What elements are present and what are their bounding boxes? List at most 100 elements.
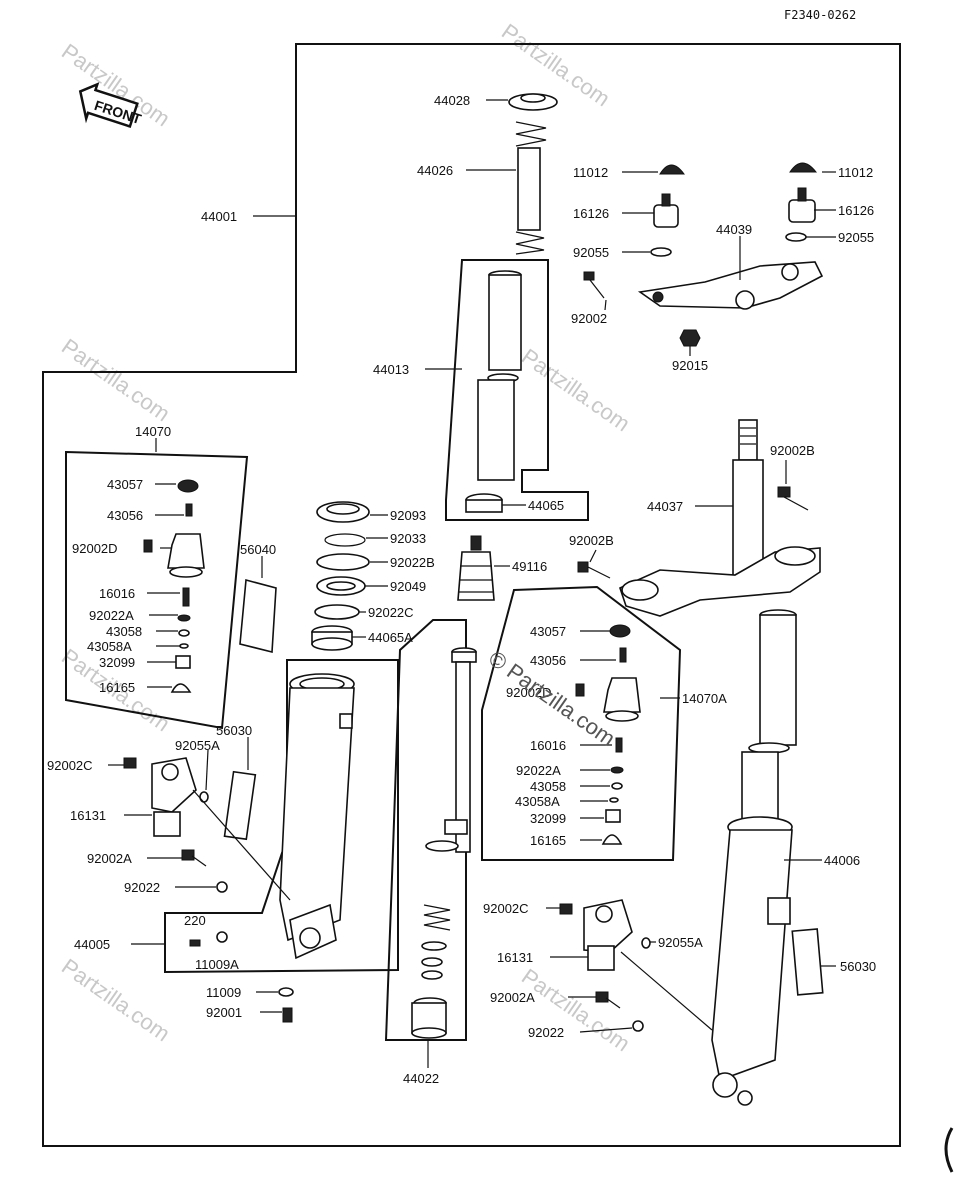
label-49116: 49116 [512, 559, 547, 574]
label-44005: 44005 [74, 937, 110, 952]
label-92002: 92002 [571, 311, 607, 326]
label-92022A: 92022A [89, 608, 134, 623]
seal-92049 [316, 576, 366, 596]
washer-43058-right [611, 782, 623, 790]
label-92049: 92049 [390, 579, 426, 594]
label-44065A: 44065A [368, 630, 413, 645]
label-44006: 44006 [824, 853, 860, 868]
box-14070A [481, 585, 682, 861]
label-11009A: 11009A [195, 957, 239, 972]
box-14070 [65, 450, 249, 730]
label-44013: 44013 [373, 362, 409, 377]
body-14070-left [167, 533, 205, 578]
spring-top [515, 121, 547, 147]
label-16126: 16126 [838, 203, 874, 218]
valve-32099-right [605, 809, 621, 823]
cap-43057-right [609, 624, 631, 638]
cap-16165-left [170, 683, 192, 693]
valve-43056-left [185, 503, 193, 517]
label-92002C: 92002C [483, 901, 529, 916]
oring-92022A-left [177, 614, 191, 622]
part-labels: 44028 44026 44001 11012 11012 16126 1612… [47, 93, 876, 1086]
clip-92033 [324, 533, 366, 547]
label-56030-right [791, 928, 824, 996]
seal-92093 [316, 501, 370, 523]
label-92093: 92093 [390, 508, 426, 523]
fork-leg-44005 [279, 673, 355, 960]
label-32099: 32099 [99, 655, 135, 670]
label-44001: 44001 [201, 209, 237, 224]
bushing-44065A [311, 625, 353, 651]
valve-32099-left [175, 655, 191, 669]
valve-43056-right [619, 647, 627, 663]
label-14070: 14070 [135, 424, 171, 439]
cap-44028 [508, 93, 558, 111]
label-43057: 43057 [530, 624, 566, 639]
pin-16016-left [182, 587, 190, 607]
cap-11012-left [659, 164, 685, 175]
label-43058: 43058 [106, 624, 142, 639]
fork-leg-44006 [711, 751, 793, 1106]
bolt-92002A-right [595, 991, 621, 1009]
watermark: Partzilla.com [57, 334, 174, 427]
valve-16126-left [653, 193, 679, 228]
bolt-92002 [583, 271, 605, 299]
label-92022: 92022 [528, 1025, 564, 1040]
watermark: Partzilla.com [517, 964, 634, 1057]
nut-92015 [679, 329, 701, 347]
label-16165: 16165 [530, 833, 566, 848]
label-44026: 44026 [417, 163, 453, 178]
washer-11009A [216, 931, 228, 943]
washer-11009 [278, 987, 294, 997]
label-92022: 92022 [124, 880, 160, 895]
spring-43058A-right [609, 797, 619, 803]
label-92002B: 92002B [569, 533, 614, 548]
fork-tube-44013 [477, 270, 522, 481]
label-32099: 32099 [530, 811, 566, 826]
box-44013 [445, 259, 589, 521]
box-44022 [384, 619, 467, 1041]
damper-rod-44022 [411, 647, 477, 1039]
label-92015: 92015 [672, 358, 708, 373]
oring-92055A-right [641, 937, 651, 949]
label-92033: 92033 [390, 531, 426, 546]
bolt-92002B-top [777, 486, 809, 511]
washer-92022-right [632, 1020, 644, 1032]
label-16131: 16131 [70, 808, 106, 823]
bolt-92002A-left [181, 849, 207, 867]
label-16016: 16016 [530, 738, 566, 753]
watermark: Partzilla.com [517, 344, 634, 437]
oring-92055-right [785, 232, 807, 242]
cap-16165-right [601, 834, 623, 845]
boot-49116 [457, 535, 495, 601]
label-56040 [239, 578, 277, 654]
tube-44026 [517, 147, 541, 231]
label-92055A: 92055A [658, 935, 703, 950]
label-220: 220 [184, 913, 206, 928]
body-14070A [603, 677, 641, 722]
label-11012: 11012 [573, 165, 608, 180]
washer-92022C [314, 604, 360, 620]
bushing-44065 [465, 493, 503, 513]
watermark-layer: Partzilla.com Partzilla.com Partzilla.co… [57, 19, 634, 1057]
label-56040: 56040 [240, 542, 276, 557]
label-56030: 56030 [840, 959, 876, 974]
screw-220 [189, 939, 201, 947]
bracket-hole [652, 291, 664, 303]
label-92002B: 92002B [770, 443, 815, 458]
label-92022B: 92022B [390, 555, 435, 570]
cap-11012-right [789, 162, 818, 173]
spring-43058A-left [179, 643, 189, 649]
bolt-92002D-right [575, 683, 585, 697]
diagram-code: F2340-0262 [784, 8, 856, 22]
bolt-92001 [282, 1007, 293, 1023]
label-43057: 43057 [107, 477, 143, 492]
bolt-92002B-mid [577, 561, 611, 579]
label-92022A: 92022A [516, 763, 561, 778]
label-92001: 92001 [206, 1005, 242, 1020]
valve-16126-right [788, 187, 816, 223]
label-16131: 16131 [497, 950, 533, 965]
watermark: Partzilla.com [57, 954, 174, 1047]
label-92002A: 92002A [490, 990, 535, 1005]
bolt-92002D-left [143, 539, 153, 553]
